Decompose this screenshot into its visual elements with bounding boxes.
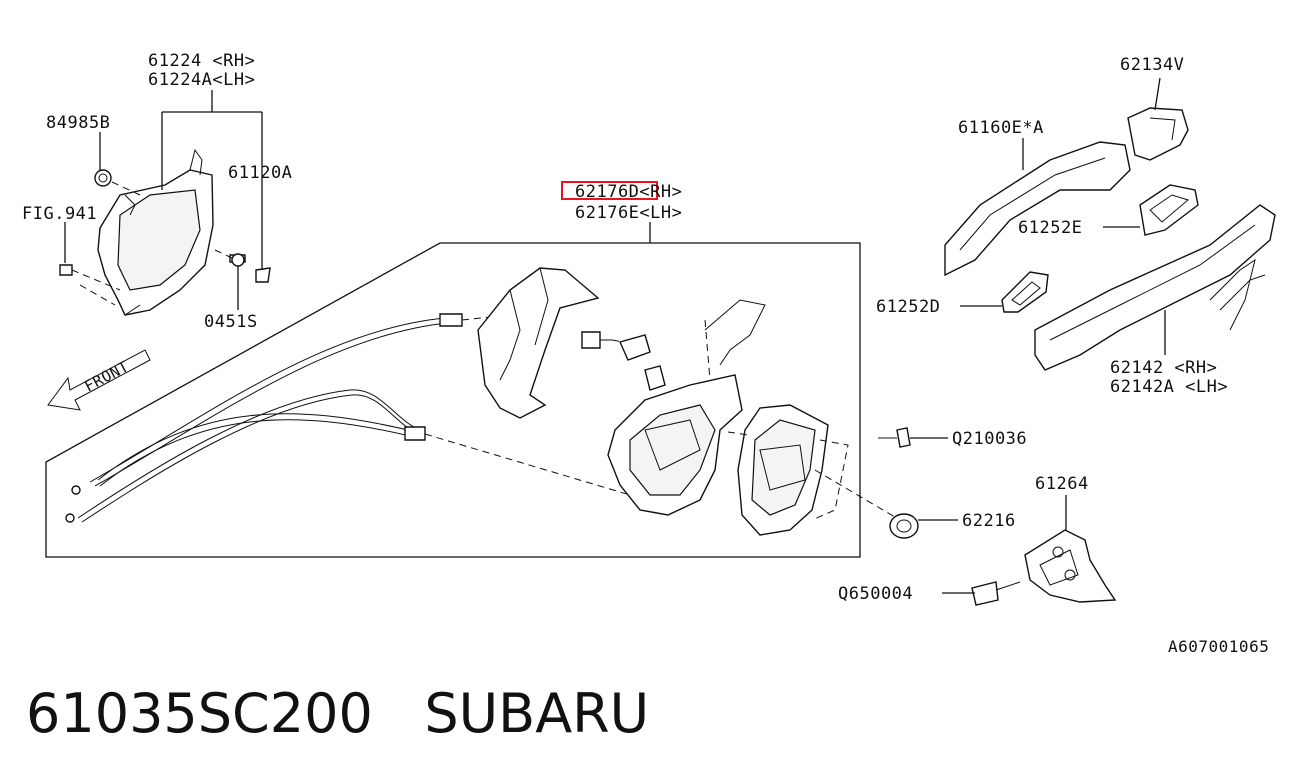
label-61252e: 61252E <box>1018 218 1082 238</box>
label-fig941: FIG.941 <box>22 204 97 224</box>
striker-61264 <box>1024 495 1117 603</box>
label-61252d: 61252D <box>876 297 940 317</box>
label-61224: 61224 <RH> <box>148 51 255 71</box>
highlight-box <box>561 181 658 200</box>
label-0451s: 0451S <box>204 312 258 332</box>
fasteners-right <box>878 427 1021 606</box>
front-arrow: FRONT <box>47 349 151 411</box>
label-61120a: 61120A <box>228 163 292 183</box>
outer-handle-assembly <box>944 77 1276 371</box>
label-62142a: 62142A <LH> <box>1110 377 1228 397</box>
brand-name: SUBARU <box>424 682 650 745</box>
footer: 61035SC200 SUBARU <box>26 682 649 745</box>
front-label: FRONT <box>81 357 132 395</box>
label-62176e: 62176E<LH> <box>575 203 682 223</box>
label-61224a: 61224A<LH> <box>148 70 255 90</box>
figure-code: A607001065 <box>1168 637 1269 656</box>
leaders-inner <box>64 90 263 310</box>
label-61160e: 61160E*A <box>958 118 1044 138</box>
label-62176d: 62176D<RH> <box>575 182 682 202</box>
part-number: 61035SC200 <box>26 682 373 745</box>
label-q210036: Q210036 <box>952 429 1027 449</box>
label-62142: 62142 <RH> <box>1110 358 1217 378</box>
label-62134v: 62134V <box>1120 55 1184 75</box>
latch-assembly-box <box>45 222 901 558</box>
inner-handle-assembly <box>59 148 271 316</box>
label-62216: 62216 <box>962 511 1016 531</box>
label-84985b: 84985B <box>46 113 110 133</box>
label-61264: 61264 <box>1035 474 1089 494</box>
label-q650004: Q650004 <box>838 584 913 604</box>
